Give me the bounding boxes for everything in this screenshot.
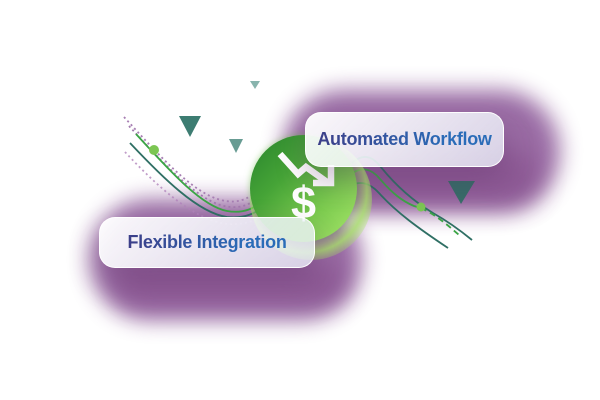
dot-icon [416, 202, 426, 212]
dot-icons [149, 145, 426, 212]
teal-line [129, 142, 267, 219]
green-line-dashed [420, 207, 460, 236]
triangle-icons [179, 81, 475, 204]
card-automated-workflow-label: Automated Workflow [317, 129, 492, 149]
card-flexible-integration: Flexible Integration [99, 217, 315, 268]
card-flexible-integration-label: Flexible Integration [127, 232, 287, 252]
dot-icon [149, 145, 159, 155]
triangle-icon [179, 116, 201, 137]
purple-glow-bottom-left-core [117, 262, 345, 303]
triangle-icon [448, 181, 475, 204]
dotted-line [123, 116, 261, 203]
trend-down-arrow-icon [277, 151, 335, 187]
triangle-icon [250, 81, 260, 89]
triangle-icon [229, 139, 243, 153]
card-automated-workflow: Automated Workflow [305, 112, 504, 167]
wavy-lines-left [123, 116, 269, 225]
